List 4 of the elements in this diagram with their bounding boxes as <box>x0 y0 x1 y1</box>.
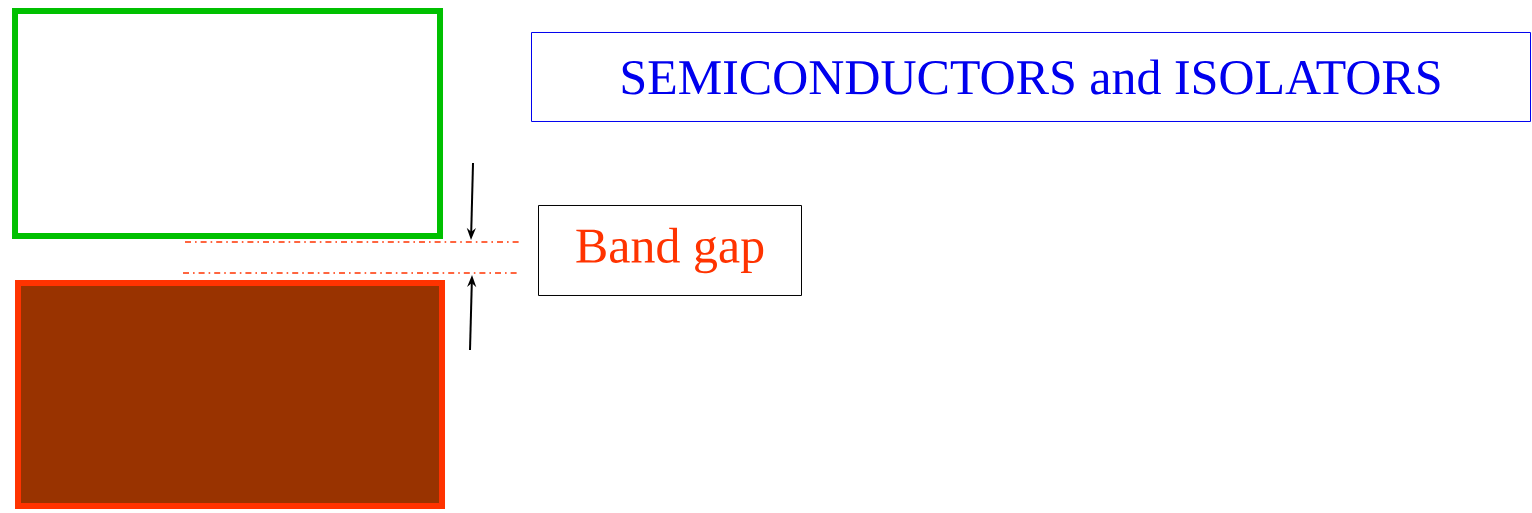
title-box: SEMICONDUCTORS and ISOLATORS <box>531 32 1531 122</box>
conduction-band-box <box>12 8 443 239</box>
band-gap-box: Band gap <box>538 205 802 296</box>
valence-band-box <box>15 280 445 509</box>
